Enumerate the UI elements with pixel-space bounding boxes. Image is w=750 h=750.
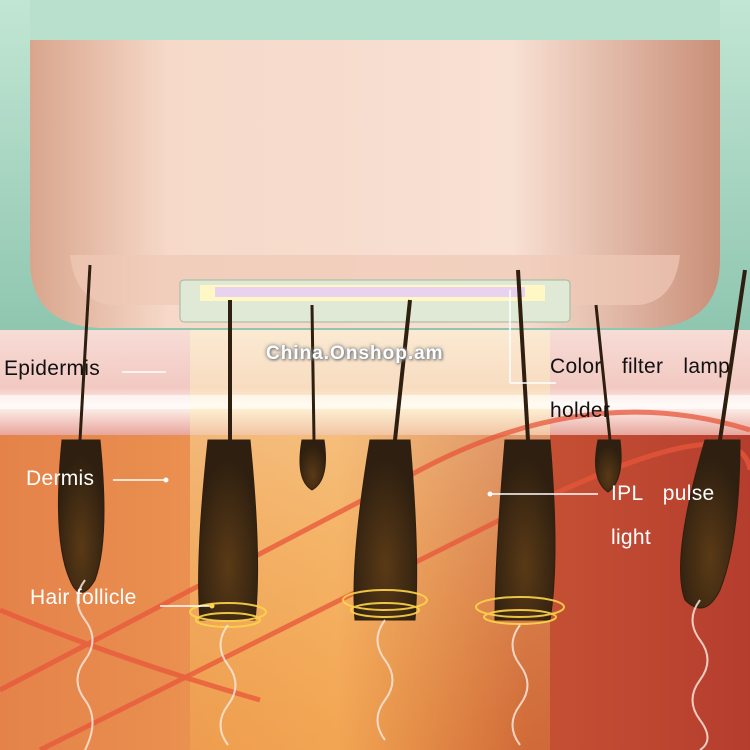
label-ipl-pulse: IPL pulse — [611, 482, 715, 505]
label-hair-follicle: Hair follicle — [30, 586, 137, 609]
label-color-filter-holder: holder — [550, 399, 611, 422]
label-color-filter-lamp: Color filter lamp — [550, 355, 731, 378]
label-dermis: Dermis — [26, 467, 95, 490]
watermark: China.Onshop.am — [266, 343, 444, 364]
label-ipl-light: light — [611, 526, 652, 549]
label-epidermis: Epidermis — [4, 357, 101, 380]
hair-follicles — [57, 264, 747, 621]
